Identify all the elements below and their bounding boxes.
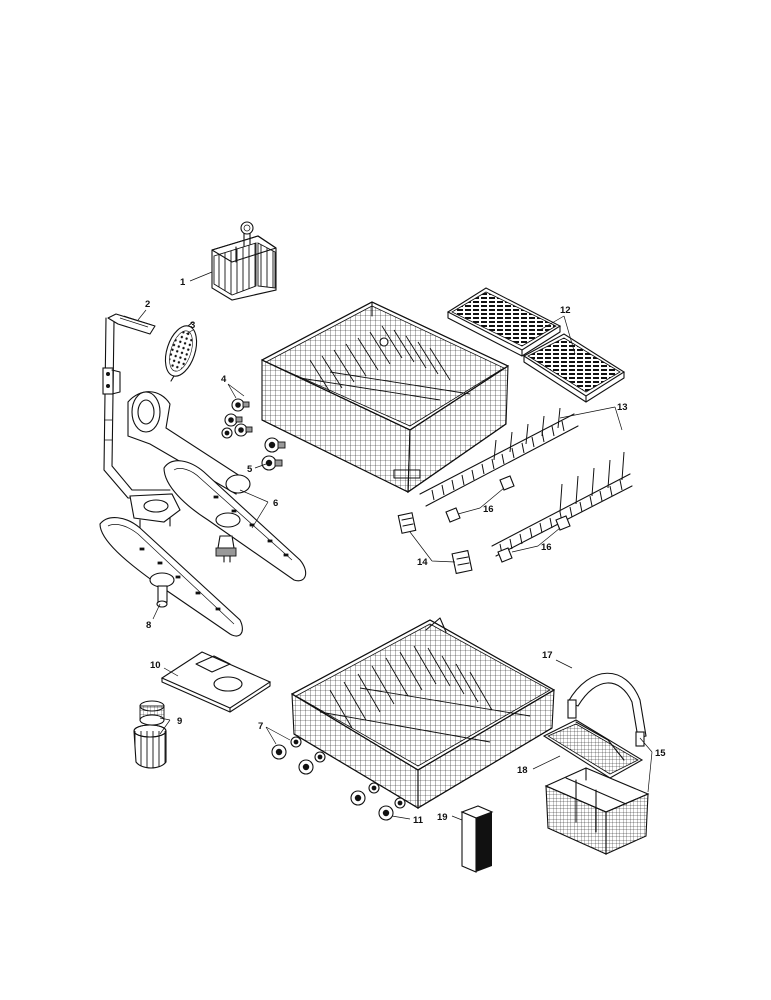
part-15-lower-silverware-basket xyxy=(544,767,650,855)
part-5-rack-rollers xyxy=(261,437,286,471)
callout-16a: 16 xyxy=(483,504,494,515)
callout-10: 10 xyxy=(150,660,161,671)
callout-14: 14 xyxy=(417,557,428,568)
callout-6: 6 xyxy=(273,498,278,509)
part-14-clips xyxy=(397,512,473,575)
callout-11: 11 xyxy=(413,815,424,826)
part-8-lower-spray-arm xyxy=(99,517,243,637)
callout-3: 3 xyxy=(190,320,195,331)
part-19-insert-post xyxy=(460,805,494,873)
part-1-upper-silverware-basket xyxy=(211,221,277,301)
callout-2: 2 xyxy=(145,299,150,310)
callout-17: 17 xyxy=(542,650,553,661)
callout-8: 8 xyxy=(146,620,151,631)
part-3-filter-disc xyxy=(164,321,198,382)
part-9-filter-assembly xyxy=(133,700,167,769)
part-4-upper-rack-rollers xyxy=(221,398,253,439)
part-12-cup-shelf-tines xyxy=(446,287,626,403)
callout-15: 15 xyxy=(655,748,666,759)
callout-19: 19 xyxy=(437,812,448,823)
part-6-upper-spray-arm xyxy=(127,391,307,582)
callout-18: 18 xyxy=(517,765,528,776)
callout-16b: 16 xyxy=(541,542,552,553)
sump-hub xyxy=(129,493,181,529)
callout-13: 13 xyxy=(617,402,628,413)
part-17-basket-handle xyxy=(567,672,647,747)
part-13-tine-rows xyxy=(419,407,633,557)
callout-12: 12 xyxy=(560,305,571,316)
callout-1: 1 xyxy=(180,277,186,288)
lower-dish-rack xyxy=(290,617,556,809)
callout-5: 5 xyxy=(247,464,253,475)
part-18-basket-lid xyxy=(542,719,644,779)
callout-9: 9 xyxy=(177,716,182,727)
leader-lines xyxy=(137,271,653,821)
part-16-stops xyxy=(445,475,571,563)
callouts: 1 2 3 4 5 6 7 8 9 10 11 12 13 14 15 16 1… xyxy=(145,277,666,826)
upper-dish-rack xyxy=(260,301,510,494)
callout-7: 7 xyxy=(258,721,263,732)
part-10-filter-plate xyxy=(160,651,272,713)
part-11-lower-rack-wheels xyxy=(350,782,406,821)
part-7-lower-rack-wheels xyxy=(271,736,326,775)
callout-4: 4 xyxy=(221,374,227,385)
